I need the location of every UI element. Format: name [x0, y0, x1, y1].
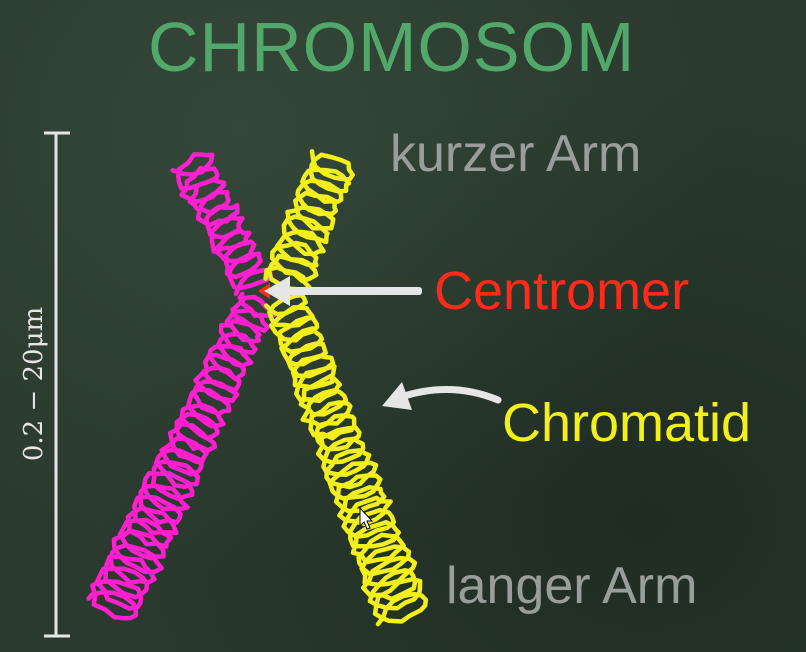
chromatid-left-long-arm: [86, 291, 277, 621]
chromatid-label: Chromatid: [502, 393, 752, 453]
centromere-arrow: [264, 276, 422, 306]
chromatid-left-short-arm: [170, 152, 273, 296]
short-arm-label: kurzer Arm: [390, 125, 642, 183]
chromatid-arrow: [382, 382, 502, 410]
page-title: CHROMOSOM: [148, 8, 636, 86]
chromatid-right-short-arm: [263, 149, 355, 294]
long-arm-label: langer Arm: [446, 557, 698, 615]
chromatid-left: [86, 152, 277, 621]
chromatid-right: [263, 149, 429, 627]
centromere-label: Centromer: [434, 261, 690, 321]
chromatid-right-long-arm: [263, 292, 429, 627]
scale-bar: [44, 131, 70, 638]
mouse-cursor-icon: [359, 506, 374, 530]
